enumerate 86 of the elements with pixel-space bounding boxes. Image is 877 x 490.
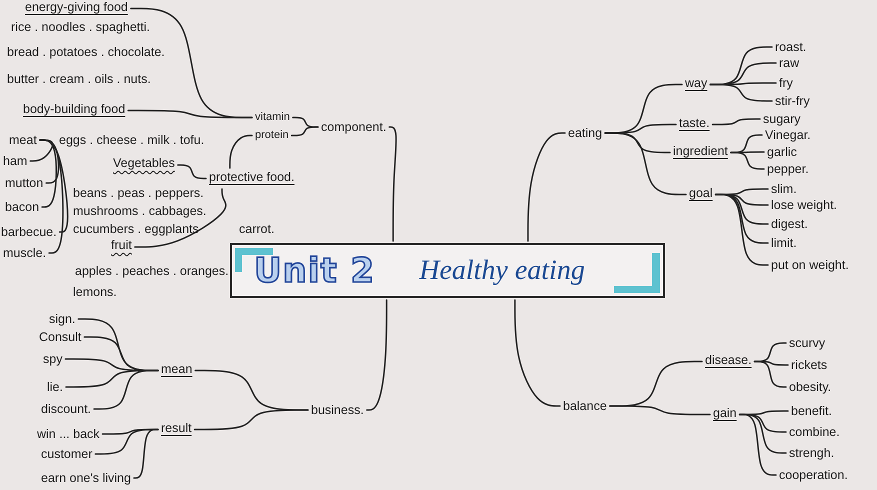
item-list: beans . peas . peppers. [72,186,205,200]
subtopic-label: mean [160,362,194,379]
branch-line [177,164,207,180]
keyword-label: stir-fry [774,94,811,108]
item-list: apples . peaches . oranges. [74,264,230,278]
keyword-label: lie. [46,380,64,394]
item-list: cucumbers . eggplants [72,222,200,236]
keyword-label: Consult [38,330,82,344]
branch-line [292,116,319,128]
keyword-label: garlic [766,145,798,159]
keyword-label: rickets [790,358,828,372]
keyword-label: protein [254,129,290,142]
keyword-label: fry [778,76,794,90]
keyword-label: cooperation. [778,468,849,482]
branch-line [127,110,253,118]
topic-title: Healthy eating [419,254,585,288]
branch-line [738,414,777,476]
branch-line [290,126,319,136]
subtopic-label: ingredient [672,144,729,161]
item-list: carrot. [238,222,276,236]
keyword-label: mutton [4,176,44,190]
branch-line [30,139,54,162]
keyword-label: put on weight. [770,258,850,272]
subtopic-label: disease. [704,353,753,370]
keyword-label: ham [2,154,28,168]
title-box [230,243,665,298]
keyword-label: digest. [770,217,809,231]
item-list: butter . cream . oils . nuts. [6,72,152,86]
branch-line [93,370,159,410]
keyword-label: roast. [774,40,808,54]
branch-line [134,188,227,248]
keyword-label: combine. [788,425,841,439]
keyword-label: muscle. [2,246,48,260]
keyword-label: discount. [40,402,92,416]
branch-label: component. [320,120,388,134]
keyword-label: earn one's living [40,471,132,485]
subtopic-label: protective food. [208,170,296,187]
branch-line [527,132,566,242]
subtopic-label: goal [688,186,714,203]
category-label: Vegetables [112,156,176,174]
branch-line [194,409,309,430]
branch-line [712,118,761,126]
keyword-label: limit. [770,236,798,250]
unit-title: Unit 2 [254,250,376,290]
keyword-label: spy [42,352,64,366]
keyword-label: sugary [762,112,802,126]
subtopic-label: gain [712,406,738,423]
subtopic-label: way [684,76,708,93]
branch-label: business. [310,403,365,417]
item-list: bread . potatoes . chocolate. [6,45,166,59]
branch-label: eating [567,126,604,140]
branch-label: balance [562,399,608,413]
subtopic-label: taste. [678,116,711,133]
subtopic-label: energy-giving food [24,0,129,17]
branch-line [709,84,773,102]
keyword-label: sign. [48,312,76,326]
branch-line [604,132,687,196]
subtopic-label: result [160,421,193,438]
keyword-label: Vinegar. [764,128,812,142]
keyword-label: slim. [770,182,798,196]
branch-line [730,152,765,170]
branch-line [39,139,58,208]
keyword-label: barbecue. [0,225,58,239]
branch-line [514,299,561,407]
keyword-label: benefit. [790,404,834,418]
branch-line [714,194,769,266]
keyword-label: pepper. [766,162,810,176]
keyword-label: bacon [4,200,40,214]
keyword-label: raw [778,56,800,70]
branch-line [229,134,253,169]
keyword-label: vitamin [254,111,291,124]
keyword-label: lose weight. [770,198,838,212]
category-label: fruit [110,238,133,256]
keyword-label: customer [40,447,94,461]
item-list: rice . noodles . spaghetti. [10,20,151,34]
item-list: mushrooms . cabbages. [72,204,208,218]
keyword-label: meat [8,133,38,147]
branch-line [754,360,787,388]
keyword-label: obesity. [788,380,832,394]
subtopic-label: body-building food [22,102,126,119]
keyword-label: win ... back [36,427,101,441]
item-list: eggs . cheese . milk . tofu. [58,133,206,147]
item-list: lemons. [72,285,118,299]
branch-line [609,405,711,416]
keyword-label: strengh. [788,446,836,460]
keyword-label: scurvy [788,336,826,350]
